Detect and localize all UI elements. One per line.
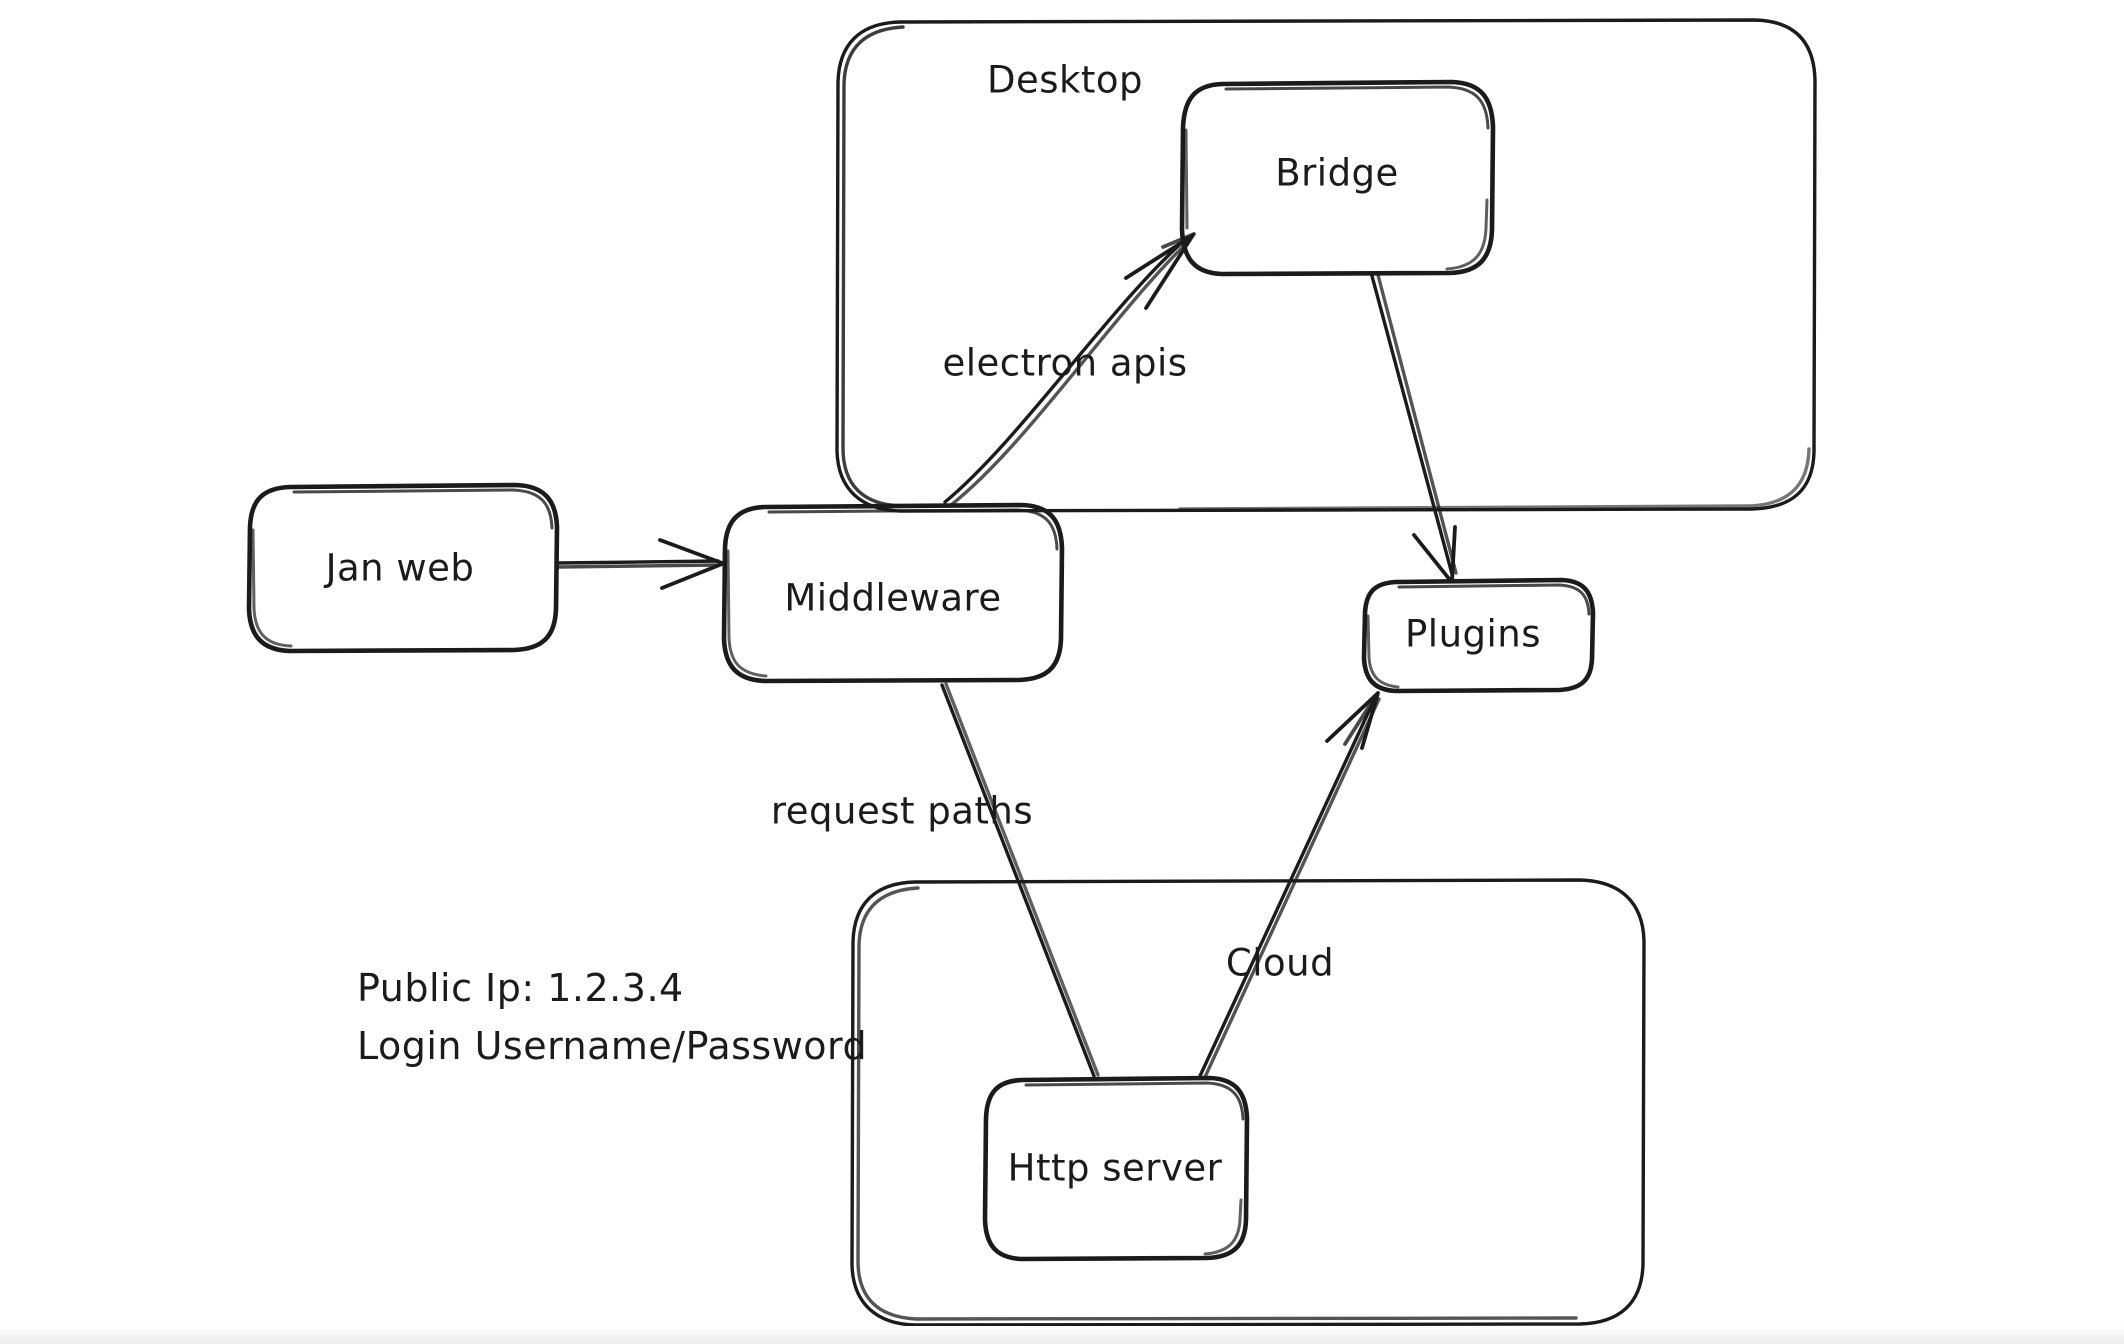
edge-middleware-to-bridge: [943, 232, 1196, 507]
node-http-server-border: [982, 1075, 1250, 1262]
edge-janweb-to-middleware: [556, 538, 724, 590]
group-cloud-border: [850, 878, 1646, 1327]
note-public-ip: Public Ip: 1.2.3.4: [357, 966, 684, 1010]
edge-httpserver-to-middleware: [940, 682, 1100, 1078]
node-label-middleware[interactable]: Middleware: [784, 576, 1002, 620]
node-bridge-border: [1179, 79, 1496, 277]
node-label-http-server[interactable]: Http server: [1007, 1146, 1223, 1190]
bottom-edge-strip: [0, 1326, 2124, 1344]
edge-label-cloud: Cloud: [1225, 941, 1335, 985]
node-plugins-border: [1361, 577, 1596, 694]
node-jan-web-border: [246, 482, 560, 654]
node-label-plugins[interactable]: Plugins: [1404, 612, 1542, 656]
note-login-credentials: Login Username/Password: [357, 1024, 868, 1068]
edge-label-electron-apis: electron apis: [942, 341, 1188, 385]
node-label-jan-web[interactable]: Jan web: [325, 546, 475, 590]
group-label-desktop: Desktop: [986, 58, 1144, 102]
node-label-bridge[interactable]: Bridge: [1275, 151, 1399, 195]
edge-label-request-paths: request paths: [770, 789, 1034, 833]
edge-bridge-to-plugins: [1370, 273, 1458, 583]
node-middleware-border: [721, 502, 1065, 684]
group-desktop-border: [835, 18, 1817, 513]
edge-httpserver-to-plugins: [1198, 691, 1381, 1079]
